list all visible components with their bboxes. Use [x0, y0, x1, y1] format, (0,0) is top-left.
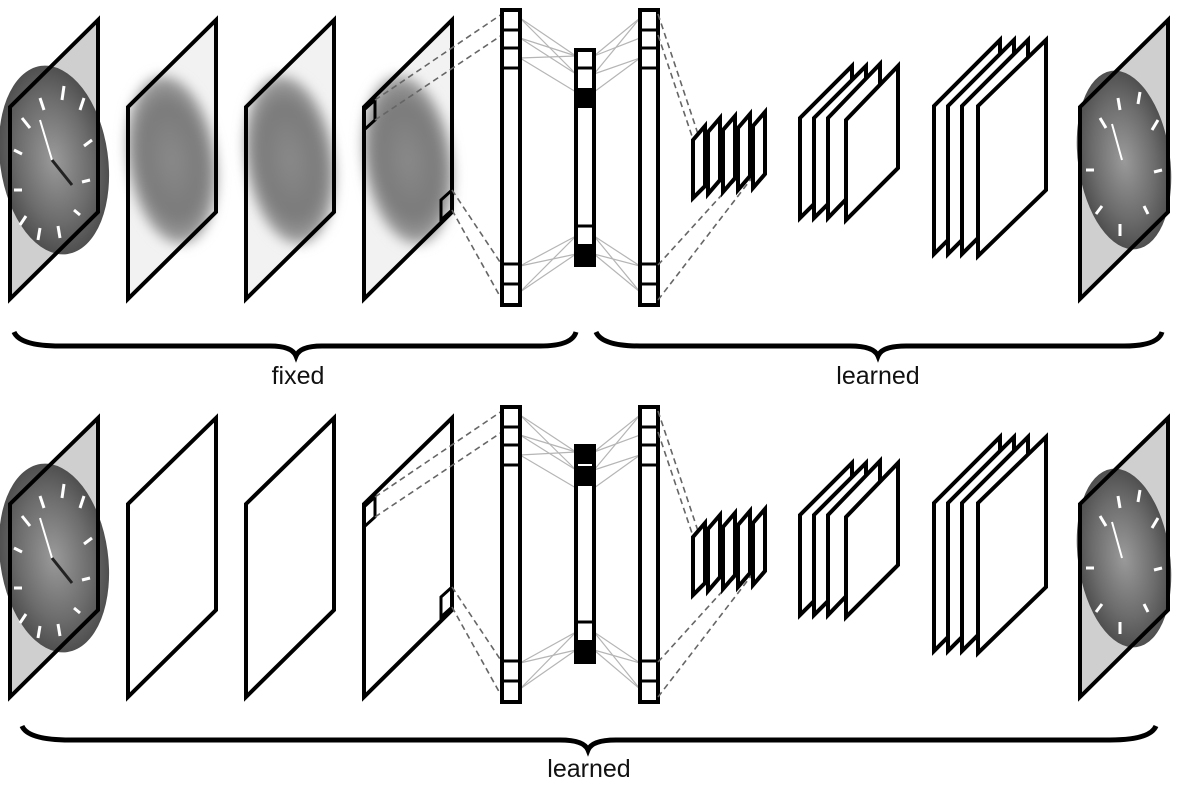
- label-learned-bottom: learned: [547, 755, 630, 783]
- label-fixed: fixed: [272, 362, 325, 390]
- vector-decoder-bottom: [638, 405, 660, 704]
- bottom-row: [0, 405, 1172, 757]
- blurred-image-2: [244, 15, 336, 304]
- bottleneck-bottom: [574, 444, 596, 664]
- empty-layer-1: [126, 413, 218, 702]
- empty-layer-3: [362, 413, 454, 702]
- brace-fixed: [11, 330, 579, 363]
- dashed-links-bottom-left: [374, 410, 503, 698]
- bottleneck-top: [574, 48, 596, 267]
- label-learned-top: learned: [836, 362, 919, 390]
- feature-maps-medium-bottom: [798, 456, 900, 622]
- input-image-bottom: [0, 413, 110, 702]
- brace-learned-top: [593, 330, 1165, 363]
- vector-decoder-top: [638, 8, 660, 307]
- output-image-bottom: [1076, 413, 1172, 702]
- fc-lines-bottom: [519, 414, 641, 690]
- vector-encoder-top: [500, 8, 522, 307]
- dashed-links-top-left: [374, 13, 503, 301]
- feature-maps-small-bottom: [691, 503, 767, 600]
- feature-maps-large-top: [932, 35, 1048, 261]
- feature-maps-medium-top: [798, 59, 900, 225]
- fc-lines-top: [519, 17, 641, 293]
- blurred-image-1: [126, 15, 218, 304]
- feature-maps-small-top: [691, 106, 767, 203]
- brace-learned-bottom: [19, 724, 1159, 757]
- input-image-top: [0, 15, 110, 304]
- vector-encoder-bottom: [500, 405, 522, 704]
- top-row: [0, 8, 1172, 363]
- blurred-image-3: [362, 15, 454, 304]
- feature-maps-large-bottom: [932, 432, 1048, 658]
- empty-layer-2: [244, 413, 336, 702]
- output-image-top: [1076, 15, 1172, 304]
